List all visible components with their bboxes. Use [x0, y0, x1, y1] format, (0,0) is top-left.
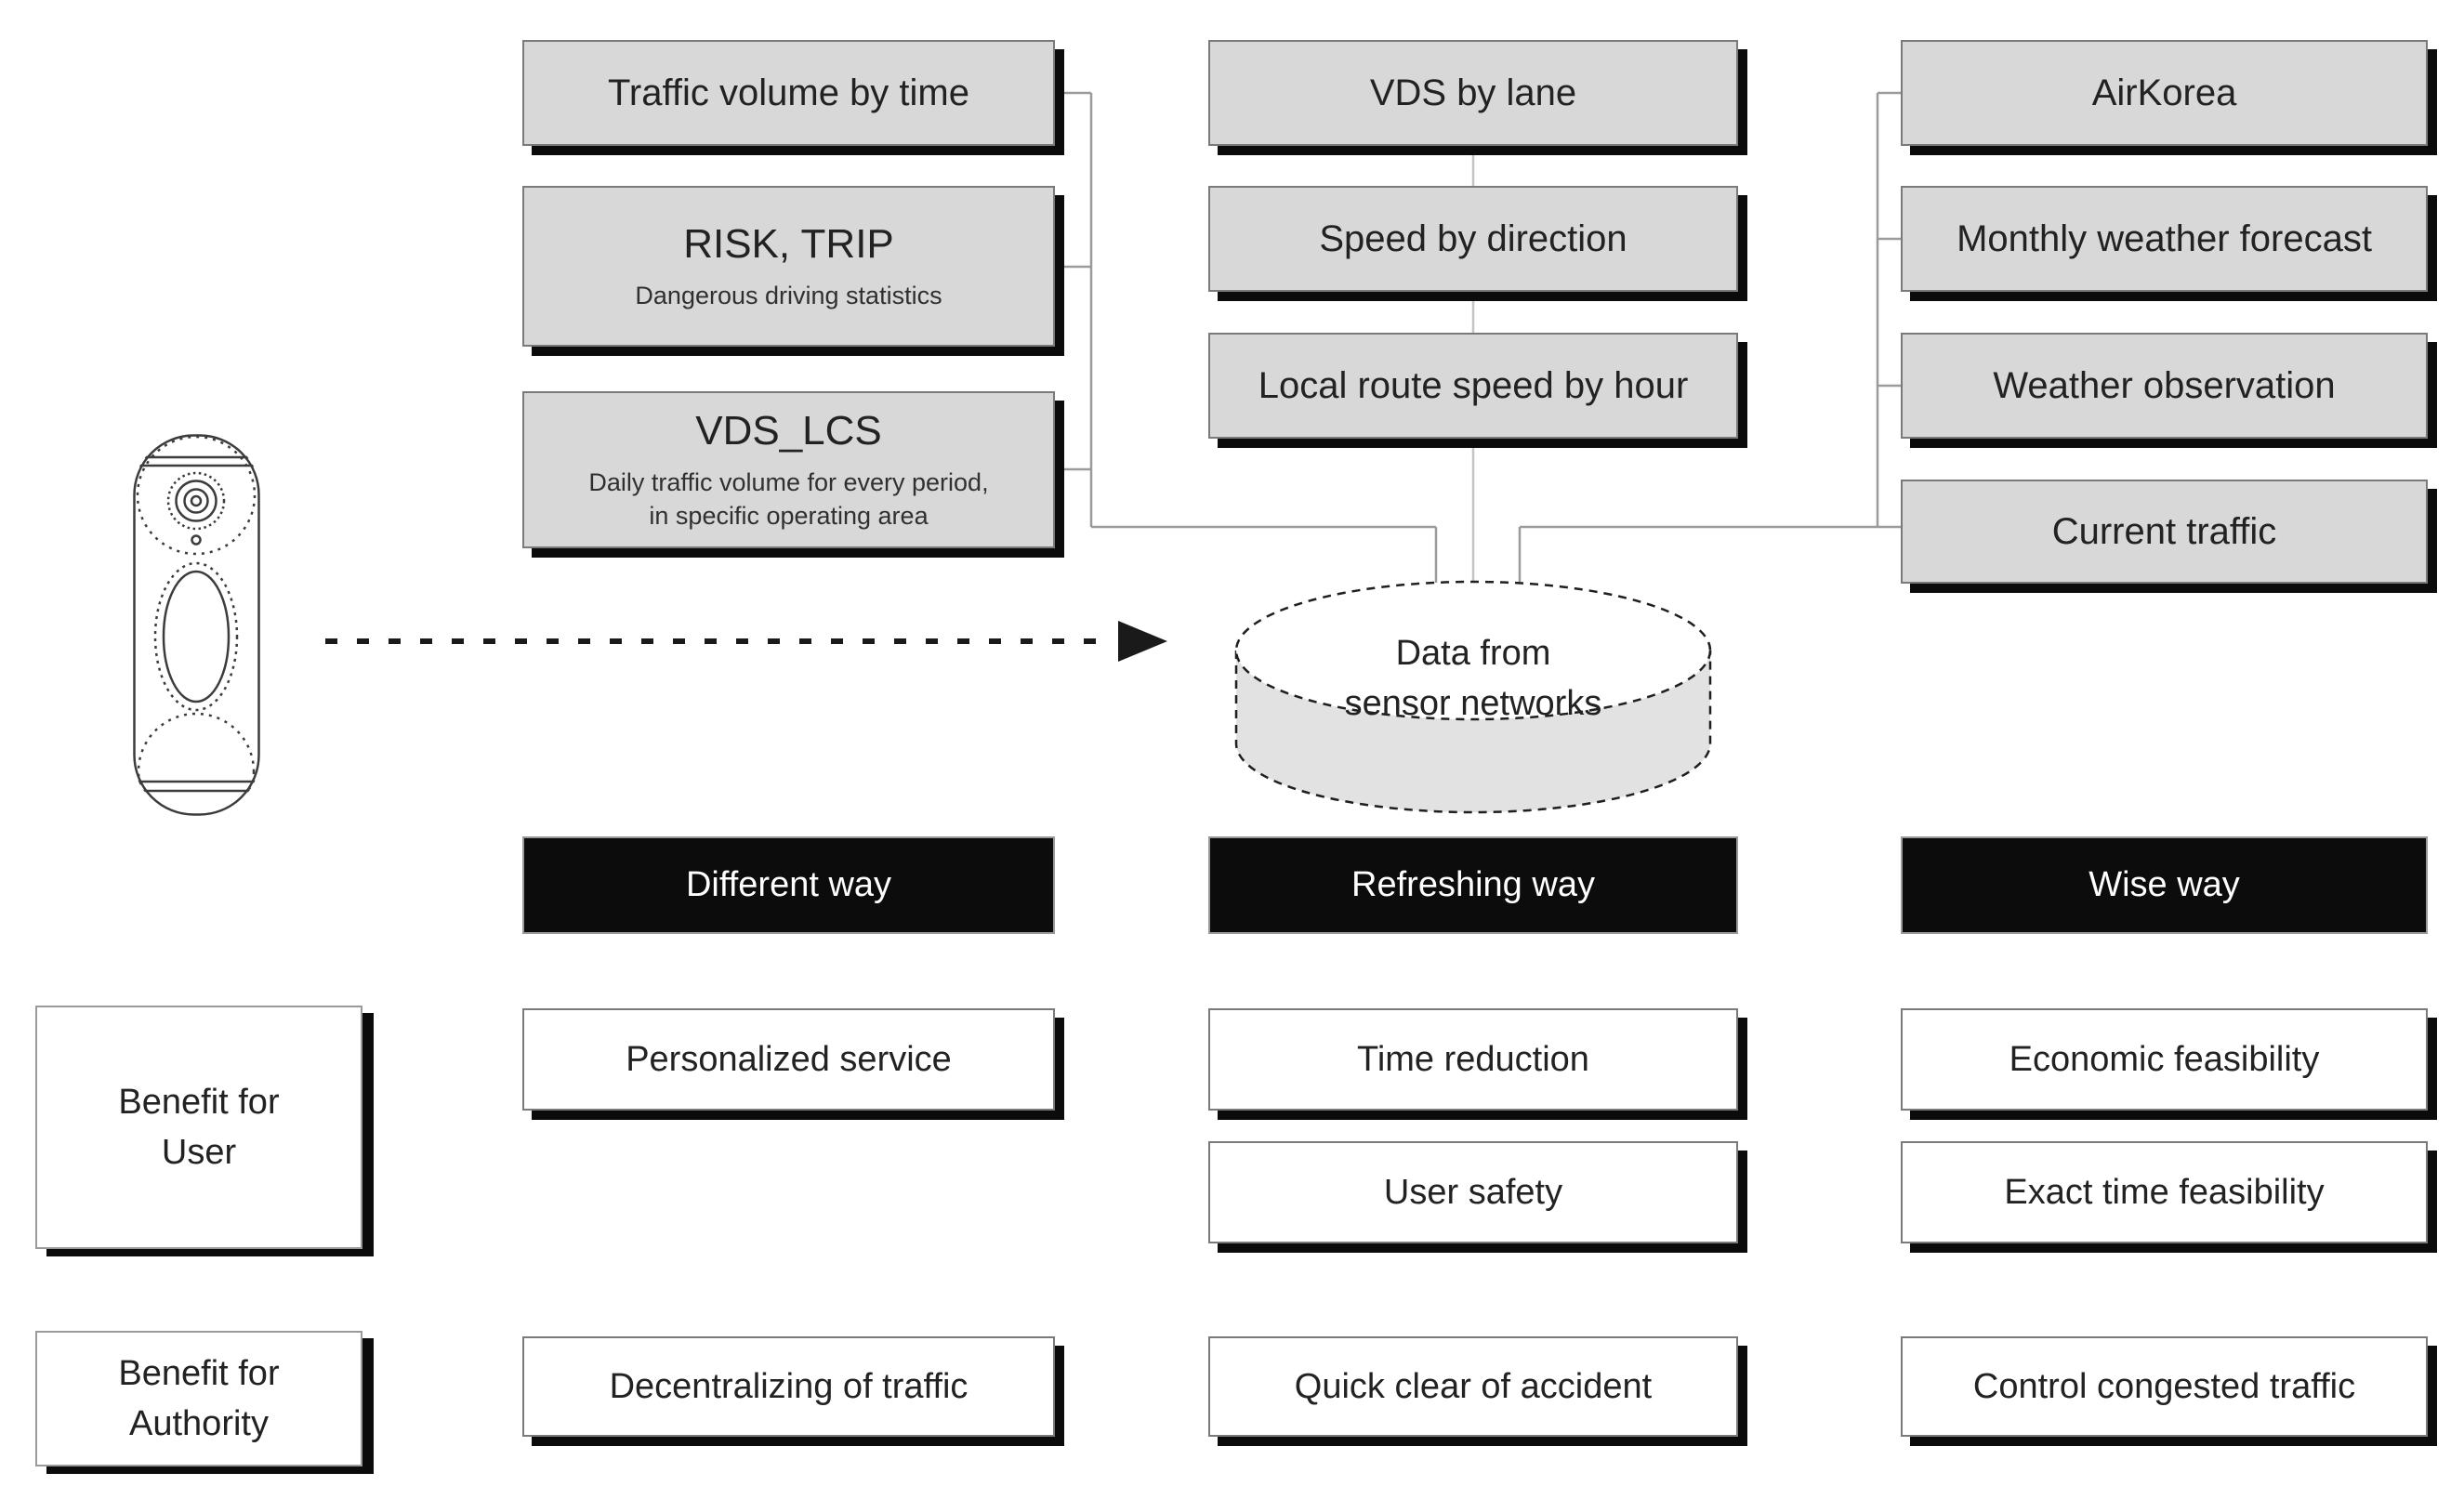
database-label: Data from sensor networks: [1250, 604, 1696, 753]
way-bar-wise: Wise way: [1901, 836, 2428, 934]
benefit-box-label: Control congested traffic: [1972, 1366, 2356, 1406]
benefit-box-time-reduction: Time reduction: [1208, 1008, 1738, 1111]
source-box-title: Monthly weather forecast: [1957, 217, 2372, 259]
database-label-line: sensor networks: [1344, 684, 1602, 723]
source-box-vds-by-lane: VDS by lane: [1208, 40, 1738, 146]
source-box-risk-trip: RISK, TRIP Dangerous driving statistics: [522, 186, 1055, 347]
benefit-box-label: Quick clear of accident: [1294, 1366, 1653, 1406]
source-box-weather-observation: Weather observation: [1901, 333, 2428, 439]
benefit-box-control-congested-traffic: Control congested traffic: [1901, 1336, 2428, 1437]
source-box-local-route-speed: Local route speed by hour: [1208, 333, 1738, 439]
benefit-box-exact-time-feasibility: Exact time feasibility: [1901, 1141, 2428, 1243]
connector-left-chain: [1055, 91, 1438, 599]
source-box-title: VDS_LCS: [695, 407, 882, 454]
benefit-box-label: Personalized service: [626, 1039, 952, 1079]
source-box-subtitle-line: Daily traffic volume for every period,: [588, 467, 989, 496]
source-box-traffic-volume-by-time: Traffic volume by time: [522, 40, 1055, 146]
database-label-line: Data from: [1395, 634, 1551, 673]
source-box-speed-by-direction: Speed by direction: [1208, 186, 1738, 292]
way-bar-label: Different way: [685, 865, 892, 904]
sensor-device-illustration: [133, 434, 260, 816]
source-box-title: Weather observation: [1993, 364, 2336, 406]
database-cylinder: [1234, 580, 1712, 814]
source-box-title: AirKorea: [2091, 72, 2237, 113]
benefit-box-label: Exact time feasibility: [2004, 1172, 2325, 1212]
way-bar-refreshing: Refreshing way: [1208, 836, 1738, 934]
source-box-title: RISK, TRIP: [683, 220, 894, 267]
source-box-subtitle: Dangerous driving statistics: [635, 281, 942, 309]
benefit-box-economic-feasibility: Economic feasibility: [1901, 1008, 2428, 1111]
benefit-box-user-safety: User safety: [1208, 1141, 1738, 1243]
source-box-monthly-weather-forecast: Monthly weather forecast: [1901, 186, 2428, 292]
source-box-vds-lcs: VDS_LCS Daily traffic volume for every p…: [522, 391, 1055, 548]
benefit-box-label: Economic feasibility: [2009, 1039, 2320, 1079]
row-label-line: Authority: [129, 1404, 269, 1443]
row-label-line: User: [161, 1133, 237, 1172]
benefit-box-decentralizing-of-traffic: Decentralizing of traffic: [522, 1336, 1055, 1437]
benefit-box-quick-clear-of-accident: Quick clear of accident: [1208, 1336, 1738, 1437]
source-box-title: Traffic volume by time: [607, 72, 969, 113]
source-box-title: Speed by direction: [1319, 217, 1627, 259]
row-label-benefit-for-authority: Benefit for Authority: [35, 1331, 362, 1466]
source-box-current-traffic: Current traffic: [1901, 480, 2428, 584]
benefit-box-label: Decentralizing of traffic: [609, 1366, 968, 1406]
benefit-box-personalized-service: Personalized service: [522, 1008, 1055, 1111]
dashed-flow-arrow: [325, 621, 1167, 662]
source-box-subtitle-line: in specific operating area: [649, 501, 929, 530]
row-label-benefit-for-user: Benefit for User: [35, 1006, 362, 1249]
benefit-box-label: Time reduction: [1357, 1039, 1589, 1079]
source-box-title: Local route speed by hour: [1258, 364, 1689, 406]
row-label-line: Benefit for: [118, 1354, 280, 1393]
source-box-title: Current traffic: [2051, 510, 2277, 552]
way-bar-label: Wise way: [2088, 865, 2240, 904]
benefit-box-label: User safety: [1383, 1172, 1563, 1212]
way-bar-different: Different way: [522, 836, 1055, 934]
source-box-airkorea: AirKorea: [1901, 40, 2428, 146]
source-box-title: VDS by lane: [1369, 72, 1577, 113]
row-label-line: Benefit for: [118, 1083, 280, 1122]
way-bar-label: Refreshing way: [1351, 865, 1595, 904]
